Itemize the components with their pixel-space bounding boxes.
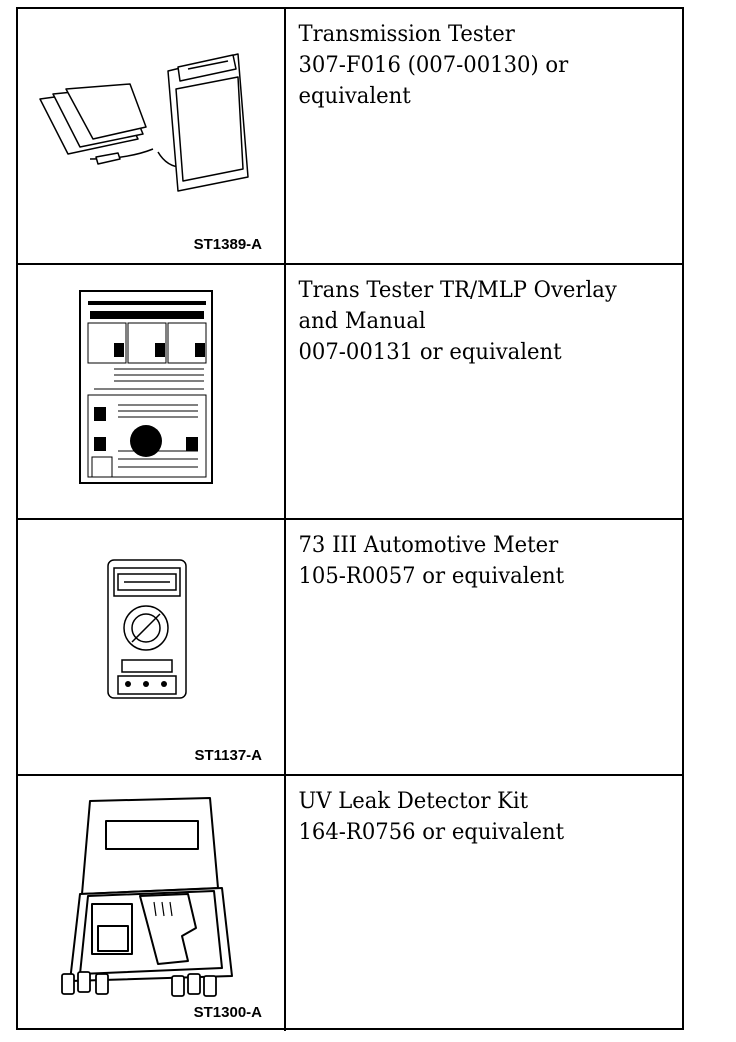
tool-name: UV Leak Detector Kit — [298, 788, 529, 814]
image-cell: ST1300-A — [18, 775, 286, 1031]
image-cell: ST1389-A — [18, 9, 286, 263]
image-cell: ST1137-A — [18, 520, 286, 774]
tool-equivalent: equivalent — [298, 84, 411, 109]
automotive-meter-illustration — [107, 559, 187, 699]
overlay-manual-illustration — [79, 289, 213, 484]
transmission-tester-illustration — [39, 53, 249, 192]
image-cell — [18, 264, 286, 518]
tool-name: 73 III Automotive Meter — [298, 533, 559, 558]
table-row: ST1137-A 73 III Automotive Meter 105-R00… — [18, 520, 682, 776]
tool-name: Trans Tester TR/MLP Overlay — [298, 277, 617, 303]
figure-label: ST1137-A — [194, 746, 262, 764]
tool-number: 164-R0756 or equivalent — [298, 819, 565, 845]
description-cell: 73 III Automotive Meter 105-R0057 or equ… — [286, 520, 666, 774]
tool-number: 307-F016 (007-00130) or — [298, 53, 569, 78]
tool-number: 007-00131 or equivalent — [298, 339, 562, 365]
table-row: ST1389-A Transmission Tester 307-F016 (0… — [18, 9, 682, 265]
tool-name-continued: and Manual — [298, 308, 426, 334]
figure-label: ST1300-A — [193, 1004, 262, 1021]
tool-name: Transmission Tester — [298, 22, 515, 47]
figure-label: ST1389-A — [193, 235, 262, 253]
description-cell: UV Leak Detector Kit 164-R0756 or equiva… — [286, 776, 666, 1032]
table-row: ST1300-A UV Leak Detector Kit 164-R0756 … — [18, 775, 682, 1032]
uv-leak-kit-illustration — [61, 796, 233, 997]
tool-number: 105-R0057 or equivalent — [298, 564, 565, 589]
description-cell: Trans Tester TR/MLP Overlay and Manual 0… — [286, 265, 666, 519]
special-tools-table: ST1389-A Transmission Tester 307-F016 (0… — [16, 7, 684, 1032]
table-row: Trans Tester TR/MLP Overlay and Manual 0… — [18, 264, 682, 520]
description-cell: Transmission Tester 307-F016 (007-00130)… — [286, 9, 666, 263]
